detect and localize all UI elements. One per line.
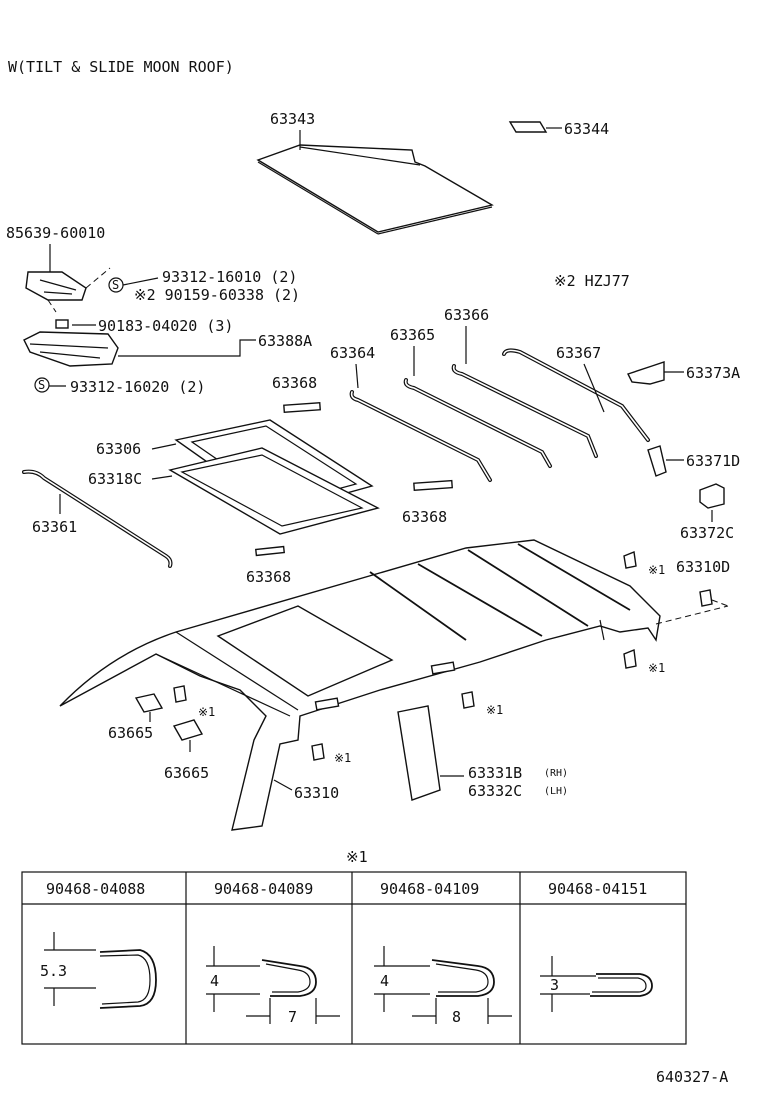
note-hzj77: ※2 HZJ77 [554, 272, 630, 290]
switch-85639 [25, 271, 87, 301]
strip-63368-middle [413, 479, 453, 491]
table-col-1: 90468-04088 [46, 880, 145, 898]
s-symbol-1: S [112, 278, 119, 292]
label-63332C: 63332C [468, 782, 522, 800]
sunshade-panel-63343 [256, 144, 494, 233]
table-heading: ※1 [346, 848, 368, 866]
table-col-3: 90468-04109 [380, 880, 479, 898]
label-63665-a: 63665 [108, 724, 153, 742]
figure-id: 640327-A [656, 1068, 728, 1086]
label-63368-lower: 63368 [246, 568, 291, 586]
label-63364: 63364 [330, 344, 375, 362]
clip2-height: 4 [210, 972, 219, 990]
label-63366: 63366 [444, 306, 489, 324]
mark1-e: ※1 [334, 751, 351, 765]
pad-63665-b [172, 719, 204, 741]
clip2-width: 7 [288, 1008, 297, 1026]
clip-table [21, 871, 687, 1045]
label-63365: 63365 [390, 326, 435, 344]
clip-center-lower [311, 743, 325, 761]
bracket-63373A [627, 361, 665, 385]
s-symbol-2: S [38, 378, 45, 392]
label-63306: 63306 [96, 440, 141, 458]
s-circle-2 [34, 377, 50, 393]
label-63343: 63343 [270, 110, 315, 128]
bracket-63371D [647, 445, 667, 477]
clip4-height: 3 [550, 976, 559, 994]
clip-drawing-04151: 3 [540, 956, 653, 1012]
strip-63368-upper [283, 402, 321, 413]
roof-bow-63364 [349, 390, 492, 482]
label-93312b: 93312-16020 (2) [70, 378, 205, 396]
strip-63368-lower [254, 545, 286, 557]
clip-drawing-04089: 4 7 [206, 946, 340, 1026]
pad-63344 [508, 121, 548, 133]
clip-center [461, 691, 475, 709]
clip-63310D-right [699, 589, 713, 607]
mark1-b: ※1 [648, 661, 665, 675]
table-col-2: 90468-04089 [214, 880, 313, 898]
label-85639: 85639-60010 [6, 224, 105, 242]
label-63331B: 63331B [468, 764, 522, 782]
clip-right-lower [623, 649, 637, 669]
bracket-63372C [699, 483, 725, 509]
clip-63310D-upper [623, 551, 637, 569]
label-90159: ※2 90159-60338 (2) [134, 286, 300, 304]
mark1-d: ※1 [486, 703, 503, 717]
label-63373A: 63373A [686, 364, 740, 382]
roof-bow-63367 [502, 348, 650, 442]
label-93312a: 93312-16010 (2) [162, 268, 297, 286]
label-63367: 63367 [556, 344, 601, 362]
label-63665-b: 63665 [164, 764, 209, 782]
label-63372C: 63372C [680, 524, 734, 542]
label-63318C: 63318C [88, 470, 142, 488]
clip3-width: 8 [452, 1008, 461, 1026]
mark1-a: ※1 [648, 563, 665, 577]
garnish-63331B [397, 705, 441, 801]
label-63361: 63361 [32, 518, 77, 536]
headliner-63310 [59, 539, 661, 831]
diagram-title: W(TILT & SLIDE MOON ROOF) [8, 58, 234, 76]
label-lh: (LH) [544, 786, 568, 797]
clip-left [173, 685, 187, 703]
clip-drawing-04109: 4 8 [374, 946, 512, 1026]
label-90183: 90183-04020 (3) [98, 317, 233, 335]
mark1-c: ※1 [198, 705, 215, 719]
label-63368-upper: 63368 [272, 374, 317, 392]
label-63388A: 63388A [258, 332, 312, 350]
roof-bow-63365 [403, 378, 552, 468]
console-63388A [23, 331, 119, 367]
label-63310D: 63310D [676, 558, 730, 576]
table-col-4: 90468-04151 [548, 880, 647, 898]
label-rh: (RH) [544, 768, 568, 779]
label-63310: 63310 [294, 784, 339, 802]
clip-drawing-04088: 5.3 [40, 932, 157, 1009]
label-63344: 63344 [564, 120, 609, 138]
moonroof-opening [216, 605, 394, 697]
pad-63665-a [134, 693, 164, 713]
seal-63318C [168, 447, 380, 535]
clip1-height: 5.3 [40, 962, 67, 980]
clip3-height: 4 [380, 972, 389, 990]
label-63368-middle: 63368 [402, 508, 447, 526]
label-63371D: 63371D [686, 452, 740, 470]
